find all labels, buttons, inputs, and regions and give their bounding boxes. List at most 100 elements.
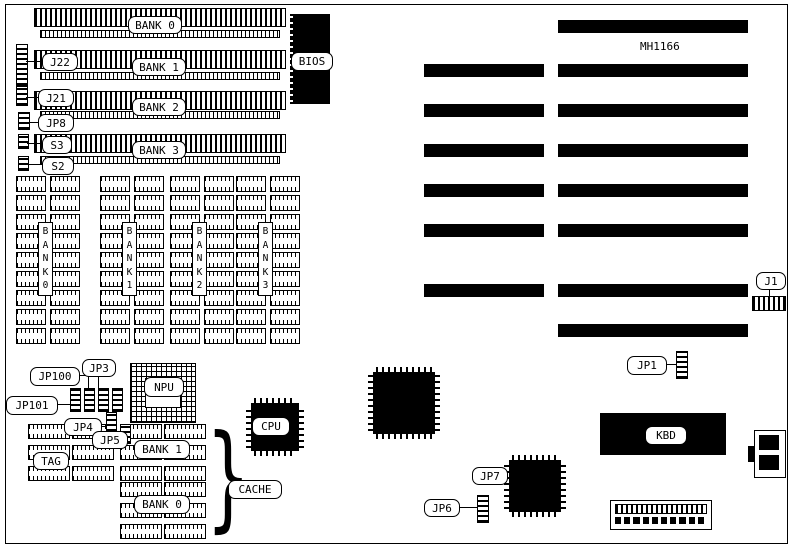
dram-chip <box>100 195 130 211</box>
connector-pin <box>651 517 659 524</box>
cache-bank1-label: BANK 1 <box>134 440 190 459</box>
power-connector <box>610 500 712 530</box>
leader-line <box>27 143 42 144</box>
connector-pin <box>670 517 677 524</box>
jp101-label: JP101 <box>6 396 58 415</box>
dram-chip <box>100 309 130 325</box>
jp8-label: JP8 <box>38 114 74 132</box>
dram-chip <box>16 195 46 211</box>
isa-slot <box>424 184 544 197</box>
dram-chip <box>16 328 46 344</box>
s3-switch <box>18 134 29 149</box>
dram-chip <box>170 328 200 344</box>
isa-slot <box>558 184 748 197</box>
leader-line <box>26 97 38 98</box>
dram-chip <box>204 309 234 325</box>
chipset-chip <box>368 367 440 439</box>
dram-chip <box>270 271 300 287</box>
dram-chip <box>204 252 234 268</box>
leader-line <box>98 375 99 388</box>
jp5-label: JP5 <box>92 431 128 449</box>
isa-slot <box>424 104 544 117</box>
jumper-header <box>98 388 109 412</box>
isa-slot <box>558 324 748 337</box>
dram-chip <box>236 176 266 192</box>
cache-chip <box>72 445 114 460</box>
isa-slot <box>558 104 748 117</box>
dram-chip <box>134 214 164 230</box>
leader-line <box>88 375 89 388</box>
dram-chip <box>134 252 164 268</box>
dram-chip <box>236 195 266 211</box>
dram-chip <box>50 328 80 344</box>
dram-chip <box>100 328 130 344</box>
dram-chip <box>270 290 300 306</box>
dram-chip <box>50 252 80 268</box>
cache-bank0-label: BANK 0 <box>134 495 190 514</box>
jp6-label: JP6 <box>424 499 460 517</box>
dram-chip <box>270 233 300 249</box>
s2-switch <box>18 156 29 171</box>
connector-pin <box>615 517 622 524</box>
dram-chip <box>236 328 266 344</box>
dram-chip <box>204 271 234 287</box>
isa-slot <box>558 224 748 237</box>
jp4-label: JP4 <box>64 418 102 436</box>
cache-chip <box>164 466 206 481</box>
s3-label: S3 <box>42 136 72 154</box>
kbd-label: KBD <box>645 426 687 445</box>
dram-chip <box>50 290 80 306</box>
s2-label: S2 <box>42 157 74 175</box>
dram-chip <box>204 290 234 306</box>
j1-label: J1 <box>756 272 786 290</box>
cache-chip <box>72 466 114 481</box>
jumper-header <box>106 412 117 432</box>
model-text: MH1166 <box>640 40 680 53</box>
dram-chip <box>50 195 80 211</box>
j21-header <box>16 86 28 106</box>
dram-chip <box>270 176 300 192</box>
power-connector-ticks <box>615 504 707 514</box>
leader-line <box>26 61 42 62</box>
dram-chip <box>270 195 300 211</box>
cache-label: CACHE <box>228 480 282 499</box>
dram-chip <box>134 233 164 249</box>
leader-line <box>100 426 106 427</box>
dram-chip <box>50 271 80 287</box>
isa-slot <box>424 144 544 157</box>
j22-header <box>16 44 28 86</box>
j21-label: J21 <box>38 89 74 107</box>
dram-chip <box>204 195 234 211</box>
jp1-header <box>676 351 688 379</box>
simm-bank0-label: BANK 0 <box>128 16 182 34</box>
simm-bank1-label: BANK 1 <box>132 58 186 76</box>
dram-chip <box>134 176 164 192</box>
connector-pin <box>697 517 705 524</box>
bios-label: BIOS <box>291 52 333 71</box>
cpu-label: CPU <box>252 417 290 436</box>
power-connector-squares <box>615 517 707 524</box>
dram-chip <box>16 309 46 325</box>
simm-bank2-label: BANK 2 <box>132 98 186 116</box>
connector-pin <box>642 517 649 524</box>
leader-line <box>28 122 38 123</box>
keyboard-connector-pin <box>759 435 779 450</box>
dram-chip <box>270 328 300 344</box>
dram-chip <box>134 328 164 344</box>
jp6-header <box>477 495 489 523</box>
isa-slot <box>558 284 748 297</box>
isa-slot <box>558 20 748 33</box>
cache-chip <box>120 466 162 481</box>
isa-slot <box>558 144 748 157</box>
leader-line <box>56 404 70 405</box>
dram-chip <box>204 328 234 344</box>
cache-chip <box>164 424 206 439</box>
dram-chip <box>134 290 164 306</box>
isa-slot <box>424 284 544 297</box>
j22-label: J22 <box>42 53 78 71</box>
cache-brace: } <box>206 409 251 545</box>
keyboard-connector-pin <box>759 455 779 470</box>
